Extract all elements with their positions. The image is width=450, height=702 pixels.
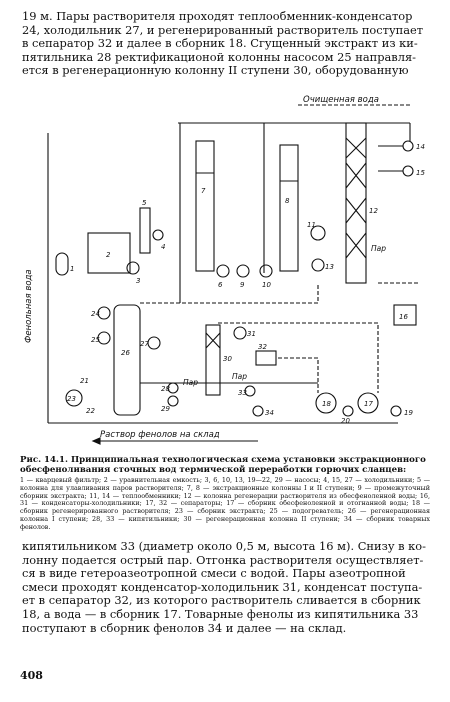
figure-caption: Рис. 14.1. Принципиальная технологическа… — [20, 455, 430, 532]
pump-6 — [216, 264, 230, 278]
equipment-number: 2 — [106, 251, 111, 259]
equipment-number: 9 — [240, 281, 245, 289]
equipment-number: 32 — [258, 343, 267, 351]
column-packing — [345, 137, 367, 259]
filter-1 — [55, 252, 69, 276]
condenser-16 — [393, 304, 417, 326]
column-5 — [139, 207, 151, 254]
equipment-number: 18 — [322, 400, 331, 408]
equipment-number: 26 — [121, 349, 130, 357]
heat-exchanger-24 — [97, 306, 111, 320]
equipment-number: 15 — [416, 169, 425, 177]
equipment-number: 31 — [247, 330, 256, 338]
text-line: 19 м. Пары растворителя проходят теплооб… — [22, 9, 413, 23]
regeneration-column-30 — [205, 324, 221, 396]
text-line: пятильника 28 ректификационой колонны на… — [22, 49, 416, 64]
tank-23 — [65, 389, 83, 407]
equipment-number: 11 — [307, 221, 316, 229]
equipment-number: 29 — [161, 405, 170, 413]
equalizing-tank-2 — [87, 232, 131, 274]
text-line: 24, холодильник 27, и регенерированный р… — [22, 22, 424, 37]
tank-34 — [252, 405, 264, 417]
equipment-number: 33 — [238, 389, 247, 397]
process-flow-diagram: Очищенная вода Фенольная вода Пар Пар — [18, 93, 432, 453]
pump-13 — [311, 258, 325, 272]
page-number: 408 — [20, 669, 43, 682]
equipment-number: 8 — [285, 197, 290, 205]
column-packing — [205, 332, 221, 349]
text-line: кипятильником 33 (диаметр около 0,5 м, в… — [22, 539, 427, 553]
label-clean-water: Очищенная вода — [303, 95, 379, 105]
regeneration-column-26 — [113, 304, 141, 416]
arrow-icon — [91, 437, 101, 445]
equipment-number: 30 — [223, 355, 232, 363]
equipment-number: 17 — [364, 400, 373, 408]
caption-legend: 1 — кварцевый фильтр; 2 — уравнительная … — [20, 476, 430, 531]
text-line: в сепаратор 32 и далее в сборник 18. Сгу… — [22, 36, 418, 51]
text-line: лонну подается острый пар. Отгонка раств… — [22, 552, 424, 567]
equipment-number: 27 — [140, 340, 149, 348]
equipment-number: 7 — [201, 187, 206, 195]
equipment-number: 21 — [80, 377, 89, 385]
equipment-number: 5 — [142, 199, 147, 207]
equipment-number: 3 — [136, 277, 140, 285]
condenser-31 — [233, 326, 247, 340]
equipment-number: 10 — [262, 281, 271, 289]
equipment-number: 25 — [91, 336, 100, 344]
heat-exchanger-11 — [310, 225, 326, 241]
equipment-number: 23 — [67, 395, 76, 403]
equipment-number: 13 — [325, 263, 334, 271]
equipment-number: 20 — [341, 417, 350, 425]
text-line: ся в виде гетероазеотропной смеси с водо… — [22, 566, 406, 581]
extraction-column-8 — [279, 144, 299, 272]
cooler-4 — [152, 229, 164, 241]
label-phenol-water: Фенольная вода — [24, 269, 34, 343]
caption-title: Рис. 14.1. Принципиальная технологическа… — [20, 455, 426, 475]
pump-20 — [342, 405, 354, 417]
tank-9 — [236, 264, 250, 278]
cooler-14 — [402, 140, 414, 152]
text-line: поступают в сборник фенолов 34 и далее —… — [22, 620, 347, 635]
cooler-15 — [402, 165, 414, 177]
equipment-number: 14 — [416, 143, 425, 151]
tank-18 — [315, 392, 337, 414]
tank-17 — [357, 392, 379, 414]
equipment-number: 12 — [369, 207, 378, 215]
equipment-number: 22 — [86, 407, 95, 415]
pump-25 — [97, 331, 111, 345]
text-line: смеси проходят конденсатор-холодильник 3… — [22, 579, 423, 594]
pump-19 — [390, 405, 402, 417]
pipe — [140, 285, 319, 304]
extraction-column-7 — [195, 140, 215, 272]
boiler-33 — [244, 385, 256, 397]
pump-29 — [167, 395, 179, 407]
cooler-27 — [147, 336, 161, 350]
label-steam-1: Пар — [371, 244, 386, 253]
regeneration-column-12 — [345, 122, 367, 284]
equipment-number: 16 — [399, 313, 408, 321]
pipe — [278, 357, 319, 393]
pump-10 — [259, 264, 273, 278]
diagram-svg: Очищенная вода Фенольная вода Пар Пар — [24, 95, 425, 445]
bottom-paragraph: кипятильником 33 (диаметр около 0,5 м, в… — [22, 539, 430, 635]
pump-3 — [126, 261, 140, 275]
pipe — [218, 322, 379, 393]
equipment-number: 6 — [218, 281, 223, 289]
equipment-number: 1 — [70, 265, 74, 273]
equipment-number: 28 — [161, 385, 170, 393]
text-line: ется в регенерационную колонну II ступен… — [22, 63, 409, 78]
label-steam-3: Пар — [232, 372, 247, 381]
equipment-number: 24 — [91, 310, 100, 318]
label-phenol-solution: Раствор фенолов на склад — [100, 430, 220, 440]
equipment-number: 4 — [161, 243, 165, 251]
separator-32 — [255, 350, 277, 366]
top-paragraph: 19 м. Пары растворителя проходят теплооб… — [22, 9, 430, 78]
text-line: 18, а вода — в сборник 17. Товарные фено… — [22, 606, 419, 621]
equipment-number: 19 — [404, 409, 413, 417]
equipment-number: 34 — [265, 409, 274, 417]
text-line: ет в сепаратор 32, из которого растворит… — [22, 593, 421, 608]
